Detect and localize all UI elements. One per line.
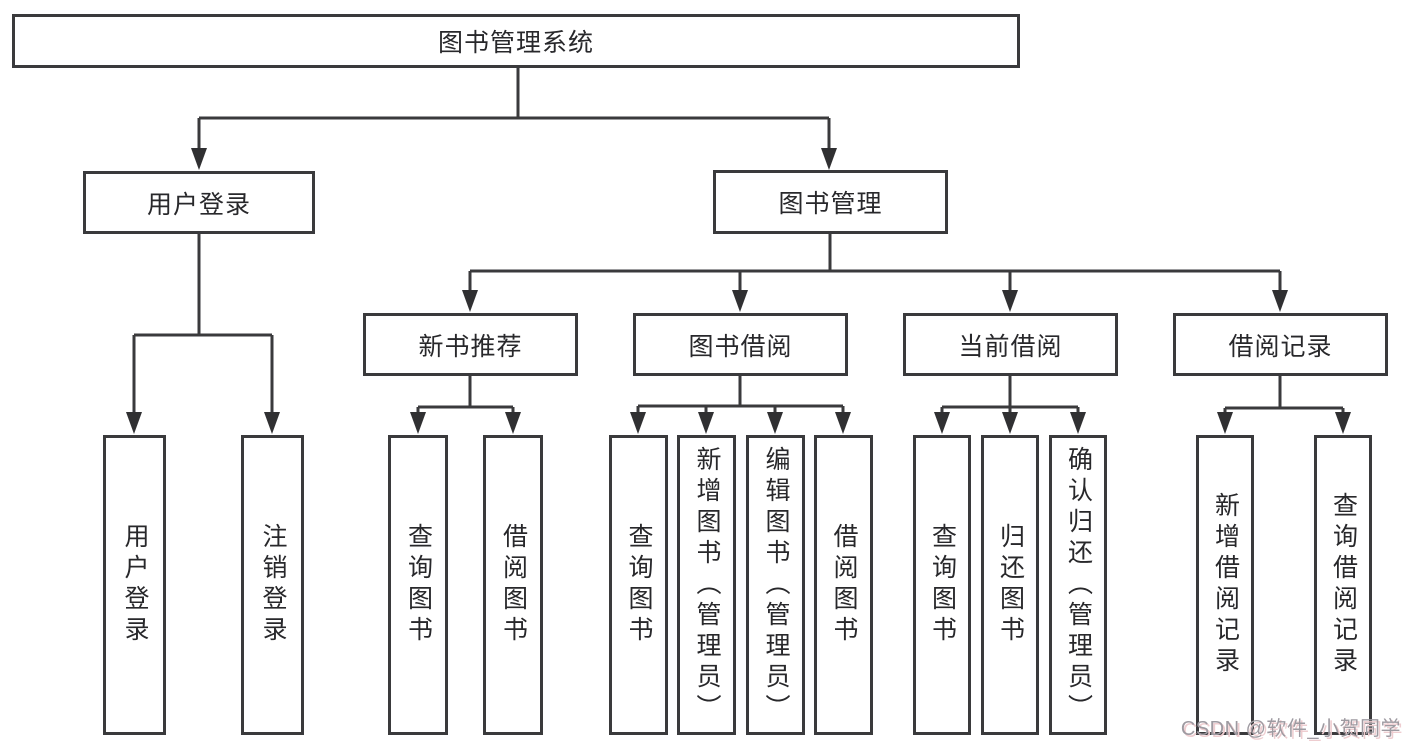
node-label: 图书管理 [778,190,883,218]
node-label: 用户登录 [121,523,149,647]
node-root: 图书管理系统 [12,14,1020,68]
node-label: 查询借阅记录 [1329,492,1358,678]
leaf-add-book-admin: 新增图书（管理员） [677,435,736,735]
node-label: 图书管理系统 [437,29,594,57]
node-label: 归还图书 [996,523,1025,647]
leaf-query-books-recommend: 查询图书 [388,435,448,735]
connector-book-management [468,234,1282,292]
node-label: 查询图书 [625,523,653,647]
node-label: 新增图书（管理员） [693,445,721,725]
arrowheads [126,148,1351,434]
node-label: 当前借阅 [958,332,1063,361]
leaf-logout: 注销登录 [241,435,304,735]
node-current-borrow: 当前借阅 [903,313,1118,376]
leaf-edit-book-admin: 编辑图书（管理员） [746,435,805,735]
leaf-add-borrow-record: 新增借阅记录 [1196,435,1254,735]
connector-root [197,68,831,150]
node-label: 借阅图书 [830,523,858,647]
leaf-return-book: 归还图书 [981,435,1039,735]
leaf-query-books-borrow: 查询图书 [609,435,668,735]
connector-book-borrow [636,376,845,414]
node-label: 新增借阅记录 [1211,492,1240,678]
node-label: 用户登录 [146,190,251,219]
node-label: 图书借阅 [688,332,793,361]
leaf-borrow-books-recommend: 借阅图书 [483,435,543,735]
connector-paths [132,68,1345,414]
leaf-query-books-current: 查询图书 [913,435,971,735]
node-label: 借阅图书 [499,523,528,647]
connector-current-borrow [940,376,1080,414]
node-new-book-recommend: 新书推荐 [363,313,578,376]
node-user-login: 用户登录 [83,171,315,234]
node-label: 查询图书 [404,523,433,647]
leaf-user-login: 用户登录 [103,435,166,735]
node-borrow-records: 借阅记录 [1173,313,1388,376]
node-label: 查询图书 [928,523,957,647]
node-label: 注销登录 [259,523,287,647]
node-label: 编辑图书（管理员） [762,445,790,725]
node-label: 新书推荐 [418,332,523,361]
connector-new-book [416,376,515,414]
node-label: 确认归还（管理员） [1064,445,1093,725]
node-book-management: 图书管理 [713,170,948,234]
csdn-watermark: CSDN @软件_小贺同学 [1180,718,1401,740]
node-book-borrow: 图书借阅 [633,313,848,376]
leaf-query-borrow-record: 查询借阅记录 [1314,435,1372,735]
leaf-confirm-return-admin: 确认归还（管理员） [1049,435,1107,735]
connector-user-login [132,234,274,414]
leaf-borrow-books: 借阅图书 [814,435,873,735]
connector-borrow-records [1223,376,1345,414]
node-label: 借阅记录 [1228,332,1333,361]
